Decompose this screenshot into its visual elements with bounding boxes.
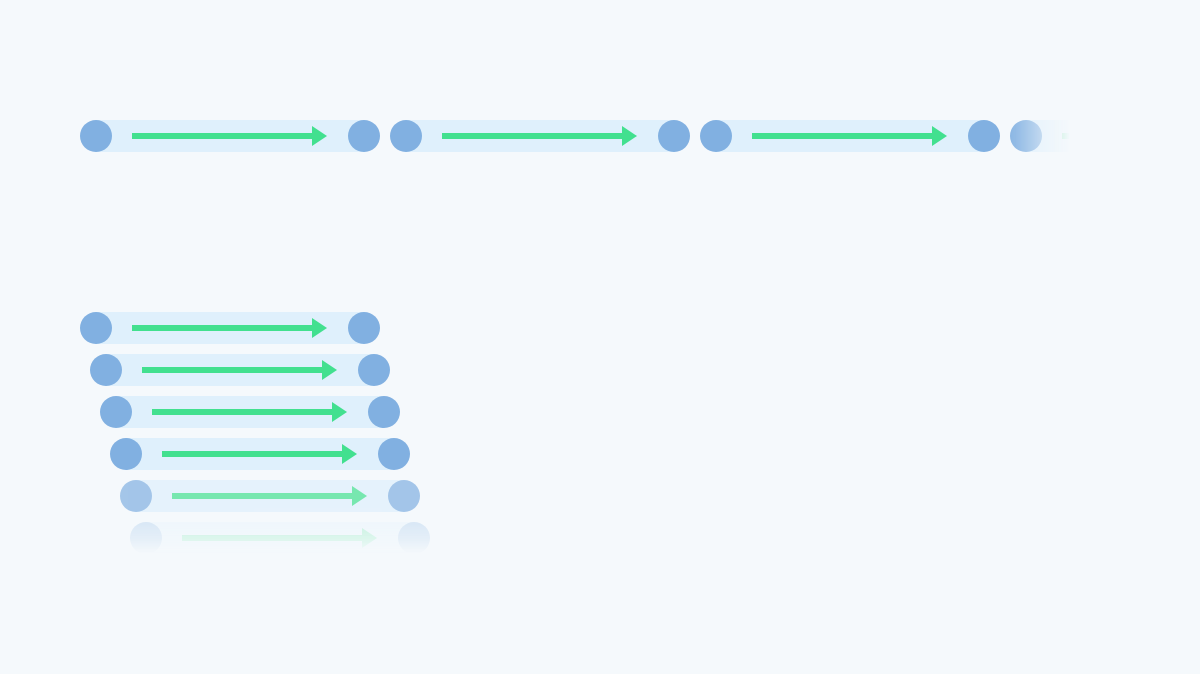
arrow-icon [132, 126, 327, 146]
start-node [700, 120, 732, 152]
arrow-head [622, 126, 637, 146]
arrow-head [352, 486, 367, 506]
arrow-head [932, 126, 947, 146]
arrow-shaft [132, 325, 314, 331]
arrow-icon [152, 402, 347, 422]
arrow-head [312, 126, 327, 146]
arrow-icon [752, 126, 947, 146]
end-node [348, 312, 380, 344]
link-2 [90, 354, 390, 386]
end-node [388, 480, 420, 512]
arrow-shaft [182, 535, 364, 541]
link-6 [130, 522, 430, 554]
end-node [398, 522, 430, 554]
start-node [80, 312, 112, 344]
arrow-shaft [172, 493, 354, 499]
start-node [80, 120, 112, 152]
start-node [100, 396, 132, 428]
start-node [110, 438, 142, 470]
arrow-shaft [752, 133, 934, 139]
group-vertical-stack [80, 312, 430, 554]
link-3 [700, 120, 1000, 152]
end-node [968, 120, 1000, 152]
arrow-head [312, 318, 327, 338]
arrow-head [342, 444, 357, 464]
arrow-icon [182, 528, 377, 548]
link-3 [100, 396, 400, 428]
start-node [120, 480, 152, 512]
link-4 [1010, 120, 1200, 152]
end-node [658, 120, 690, 152]
arrow-head [322, 360, 337, 380]
start-node [130, 522, 162, 554]
link-2 [390, 120, 690, 152]
arrow-shaft [142, 367, 324, 373]
end-node [358, 354, 390, 386]
arrow-head [332, 402, 347, 422]
arrow-icon [132, 318, 327, 338]
arrow-shaft [1062, 133, 1200, 139]
start-node [390, 120, 422, 152]
arrow-head [362, 528, 377, 548]
end-node [348, 120, 380, 152]
arrow-icon [442, 126, 637, 146]
arrow-icon [172, 486, 367, 506]
end-node [378, 438, 410, 470]
arrow-shaft [152, 409, 334, 415]
arrow-shaft [442, 133, 624, 139]
arrow-icon [142, 360, 337, 380]
link-5 [120, 480, 420, 512]
group-horizontal-chain [80, 120, 1200, 152]
end-node [368, 396, 400, 428]
start-node [1010, 120, 1042, 152]
link-1 [80, 312, 380, 344]
link-4 [110, 438, 410, 470]
link-1 [80, 120, 380, 152]
link-track [146, 522, 414, 554]
arrow-shaft [132, 133, 314, 139]
arrow-icon [162, 444, 357, 464]
arrow-shaft [162, 451, 344, 457]
start-node [90, 354, 122, 386]
arrow-icon [1062, 133, 1200, 139]
